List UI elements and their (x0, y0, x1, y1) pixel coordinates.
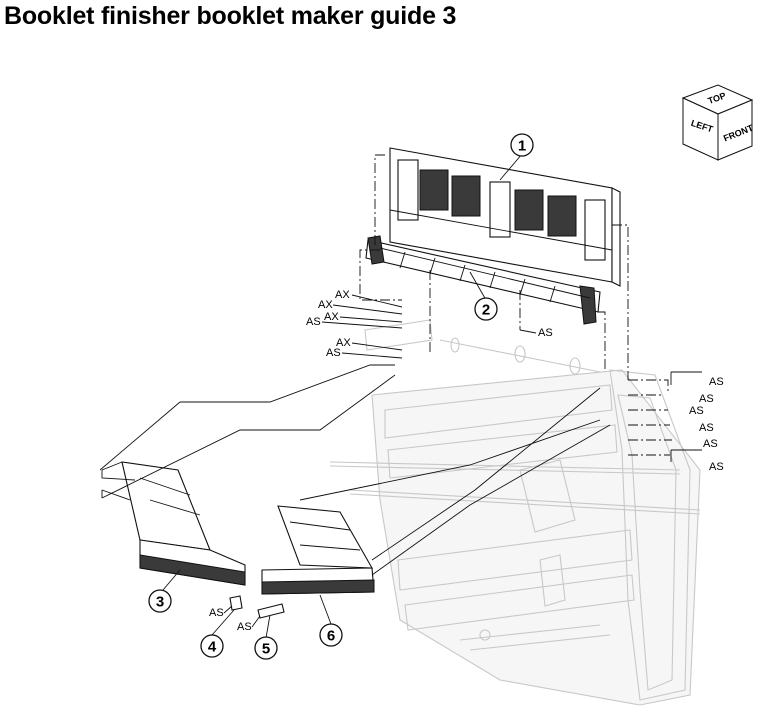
part-4-clip (229, 595, 243, 611)
callout-1: 1 (510, 133, 534, 157)
orientation-cube: TOP LEFT FRONT (681, 84, 755, 161)
part-3-left-deflector (121, 461, 246, 586)
label-left-ax4: AX (336, 337, 351, 349)
connector-labels: AX AX AX AS AX AS AS AS AS AS AS AS AS A… (209, 289, 724, 633)
ghosted-frame-assembly (329, 319, 701, 706)
label-left-ax3: AX (324, 311, 339, 323)
callout-3-number: 3 (156, 594, 164, 611)
callout-6-number: 6 (327, 628, 335, 645)
label-mid-as: AS (538, 327, 553, 339)
callout-2: 2 (474, 297, 498, 321)
part-6-right-deflector (261, 505, 375, 595)
label-bottom-as2: AS (237, 621, 252, 633)
label-left-ax1: AX (335, 289, 350, 301)
callout-4: 4 (200, 634, 224, 658)
callout-5-number: 5 (262, 641, 270, 658)
label-right-as2: AS (699, 393, 714, 405)
label-right-as6: AS (709, 461, 724, 473)
label-left-ax2: AX (318, 299, 333, 311)
part-1-upper-guide (389, 147, 621, 287)
label-right-as3: AS (689, 405, 704, 417)
label-left-as2: AS (326, 347, 341, 359)
label-leaders (223, 294, 537, 628)
label-right-as5: AS (703, 438, 718, 450)
callout-5: 5 (254, 636, 278, 660)
part-5-pin (257, 603, 285, 619)
callout-6: 6 (319, 623, 343, 647)
label-bottom-as1: AS (209, 607, 224, 619)
reference-lines (99, 154, 702, 576)
callout-1-number: 1 (518, 138, 526, 155)
label-left-as1: AS (306, 316, 321, 328)
label-right-as4: AS (699, 422, 714, 434)
label-right-as1: AS (709, 376, 724, 388)
callout-leaders (162, 153, 523, 639)
callout-3: 3 (148, 589, 172, 613)
page-title: Booklet finisher booklet maker guide 3 (4, 2, 457, 30)
callout-2-number: 2 (482, 302, 490, 319)
callout-4-number: 4 (208, 639, 217, 656)
